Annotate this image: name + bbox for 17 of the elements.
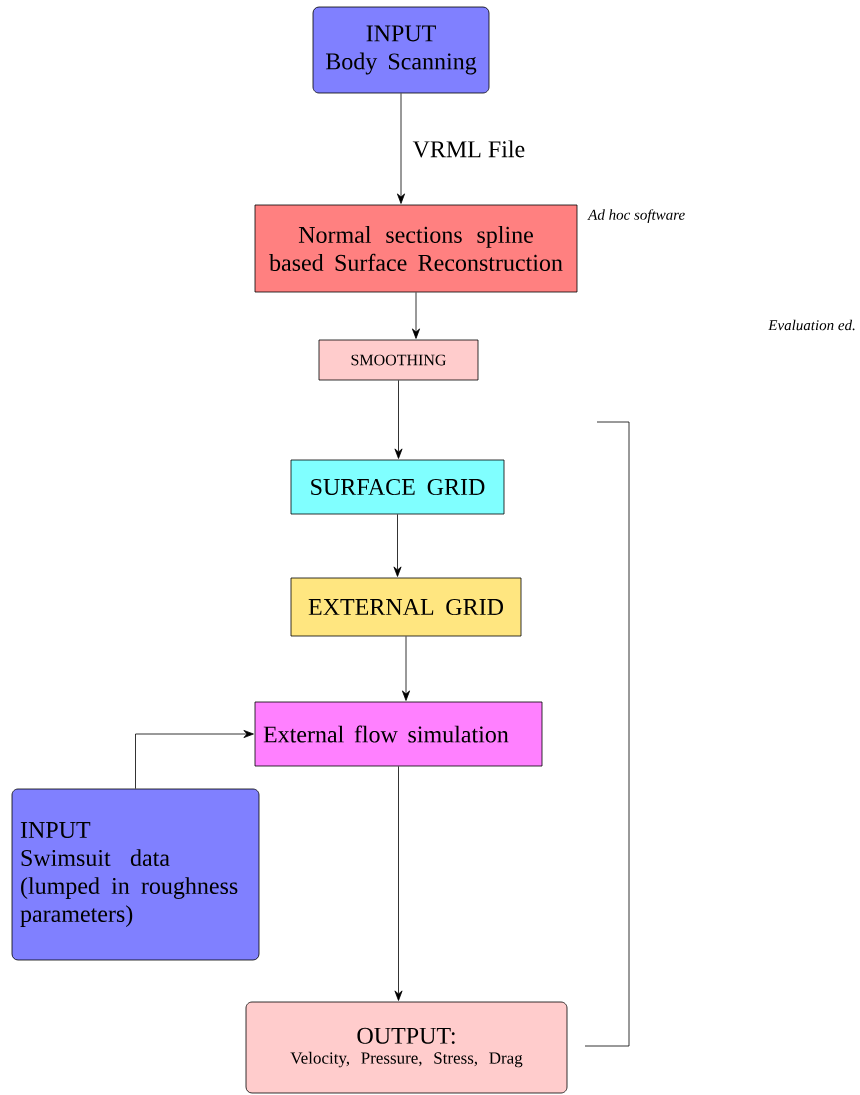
- arrow: [397, 93, 405, 204]
- process-box: SMOOTHING: [318, 339, 479, 381]
- process-box: Normal sections spline based Surface Reconstruction: [254, 204, 578, 293]
- arrow: [394, 380, 403, 459]
- process-box: EXTERNAL GRID: [290, 577, 522, 637]
- process-box: External flow simulation: [254, 701, 543, 767]
- arrow: [394, 766, 403, 1001]
- note: Evaluation ed.: [768, 319, 855, 331]
- edge-label: VRML File: [412, 140, 525, 158]
- input-box: INPUT Body Scanning: [312, 6, 490, 94]
- arrow: [135, 730, 254, 789]
- arrow: [412, 292, 420, 339]
- arrow: [402, 636, 410, 701]
- arrow: [393, 514, 402, 577]
- output-box: OUTPUT: Velocity, Pressure, Stress, Drag: [245, 1001, 568, 1094]
- input-box: INPUT Swimsuit data (lumped in roughness parameters): [11, 788, 260, 961]
- process-box: SURFACE GRID: [290, 459, 505, 515]
